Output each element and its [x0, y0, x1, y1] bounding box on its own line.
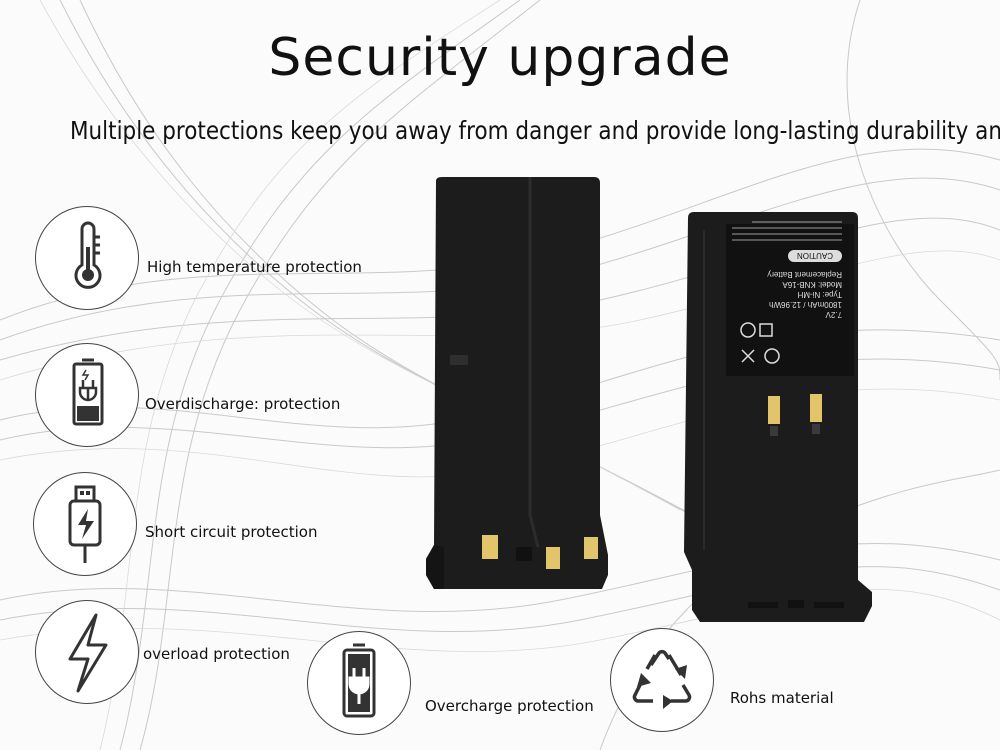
feature-overload: [35, 600, 139, 704]
thermometer-icon: [74, 221, 102, 289]
page-title: Security upgrade: [268, 28, 732, 88]
battery-label-line: 7.2V: [825, 310, 842, 319]
battery-contact: [768, 396, 780, 424]
lightning-icon: [68, 613, 108, 693]
battery-label-line: 1800mAh / 12.96Wh: [769, 300, 842, 309]
battery-back-view: [426, 177, 608, 589]
battery-contact: [546, 547, 560, 569]
battery-label-line: Type: Ni-MH: [797, 290, 842, 299]
feature-overdischarge: [35, 343, 139, 447]
feature-label: High temperature protection: [147, 258, 362, 276]
feature-label: Overdischarge: protection: [145, 395, 341, 413]
feature-label: Short circuit protection: [145, 523, 318, 541]
feature-label: Rohs material: [730, 689, 834, 707]
feature-overcharge: [307, 631, 411, 735]
battery-front-view: CAUTION Replacement Battery Model: KNB-1…: [684, 212, 872, 622]
usb-charge-icon: [68, 485, 102, 563]
feature-label: Overcharge protection: [425, 697, 594, 715]
feature-rohs: [610, 628, 714, 732]
battery-contact: [584, 537, 598, 559]
battery-contact: [810, 394, 822, 422]
battery-plug-icon: [342, 643, 376, 718]
battery-label-line: Replacement Battery: [767, 270, 842, 279]
page-subtitle: Multiple protections keep you away from …: [70, 116, 1000, 145]
caution-label: CAUTION: [797, 251, 833, 260]
battery-discharge-icon: [72, 358, 104, 426]
battery-label-line: Model: KNB-16A: [782, 280, 842, 289]
feature-label: overload protection: [143, 645, 290, 663]
feature-short-circuit: [33, 472, 137, 576]
feature-high-temperature: [35, 206, 139, 310]
battery-contact: [482, 535, 498, 559]
recycle-icon: [632, 649, 692, 709]
